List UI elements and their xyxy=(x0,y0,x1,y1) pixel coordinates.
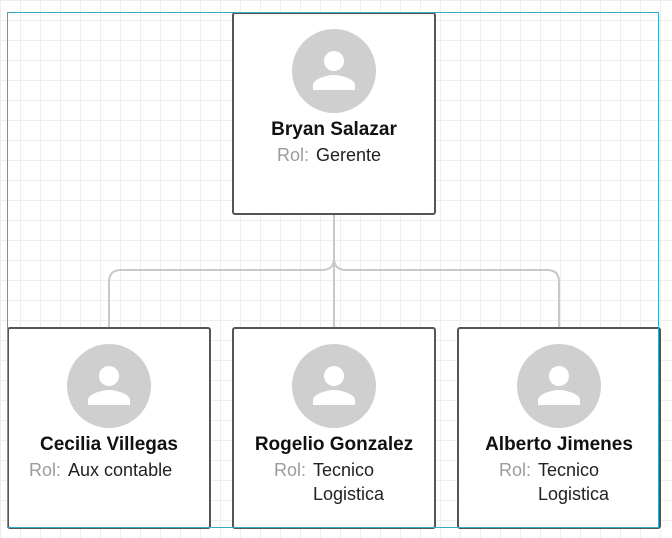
employee-role: Rol: Tecnico Logistica xyxy=(274,458,384,506)
role-value: Gerente xyxy=(316,145,382,165)
employee-name: Cecilia Villegas xyxy=(39,434,178,455)
employee-card-alberto-jimenes[interactable]: Alberto Jimenes Rol: Tecnico Logistica xyxy=(457,327,661,529)
employee-card-bryan-salazar[interactable]: Bryan Salazar Rol: Gerente xyxy=(232,12,436,215)
role-label: Rol: xyxy=(29,460,62,480)
employee-role: Rol: Tecnico Logistica xyxy=(499,458,609,506)
role-label: Rol: xyxy=(277,145,310,165)
employee-card-cecilia-villegas[interactable]: Cecilia Villegas Rol: Aux contable xyxy=(7,327,211,529)
role-value: Tecnico Logistica xyxy=(313,460,385,504)
employee-name: Rogelio Gonzalez xyxy=(254,434,414,455)
connector-manager-to-cecilia xyxy=(108,215,335,327)
role-label: Rol: xyxy=(499,460,532,480)
employee-role: Rol: Gerente xyxy=(277,143,381,167)
employee-card-rogelio-gonzalez[interactable]: Rogelio Gonzalez Rol: Tecnico Logistica xyxy=(232,327,436,529)
role-value: Aux contable xyxy=(68,460,173,480)
employee-name: Alberto Jimenes xyxy=(485,434,633,455)
role-label: Rol: xyxy=(274,460,307,480)
connector-manager-to-alberto xyxy=(333,215,560,327)
person-icon xyxy=(292,29,376,113)
person-icon xyxy=(517,344,601,428)
role-value: Tecnico Logistica xyxy=(538,460,610,504)
employee-role: Rol: Aux contable xyxy=(29,458,172,482)
person-icon xyxy=(292,344,376,428)
person-icon xyxy=(67,344,151,428)
employee-name: Bryan Salazar xyxy=(271,119,397,140)
